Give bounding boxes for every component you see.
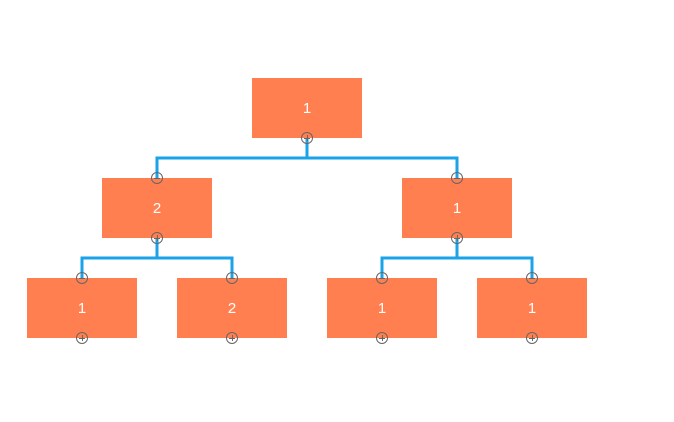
minus-circle-icon[interactable] [226,272,238,284]
plus-circle-icon[interactable] [76,332,88,344]
node-label: 1 [377,299,387,317]
connector-n1-n3 [80,238,159,278]
connector-n0-n2 [305,138,459,178]
node-label: 1 [452,199,462,217]
tree-node[interactable]: 1 [477,272,587,344]
node-label: 2 [152,199,162,217]
node-label: 1 [302,99,312,117]
minus-circle-icon[interactable] [76,272,88,284]
tree-node-root[interactable]: 1 [252,78,362,144]
minus-circle-icon[interactable] [526,272,538,284]
node-label: 2 [227,299,237,317]
connector-n2-n5 [380,238,459,278]
plus-circle-icon[interactable] [376,332,388,344]
tree-node[interactable]: 1 [27,272,137,344]
connector-n0-n1 [155,138,309,178]
tree-node[interactable]: 2 [177,272,287,344]
node-label: 1 [77,299,87,317]
tree-node[interactable]: 1 [402,172,512,244]
minus-circle-icon[interactable] [376,272,388,284]
minus-circle-icon[interactable] [151,172,163,184]
node-label: 1 [527,299,537,317]
minus-circle-icon[interactable] [451,172,463,184]
plus-circle-icon[interactable] [151,232,163,244]
plus-circle-icon[interactable] [226,332,238,344]
plus-circle-icon[interactable] [451,232,463,244]
plus-circle-icon[interactable] [526,332,538,344]
tree-node[interactable]: 2 [102,172,212,244]
plus-circle-icon[interactable] [301,132,313,144]
connector-n1-n4 [155,238,234,278]
connector-n2-n6 [455,238,534,278]
tree-node[interactable]: 1 [327,272,437,344]
